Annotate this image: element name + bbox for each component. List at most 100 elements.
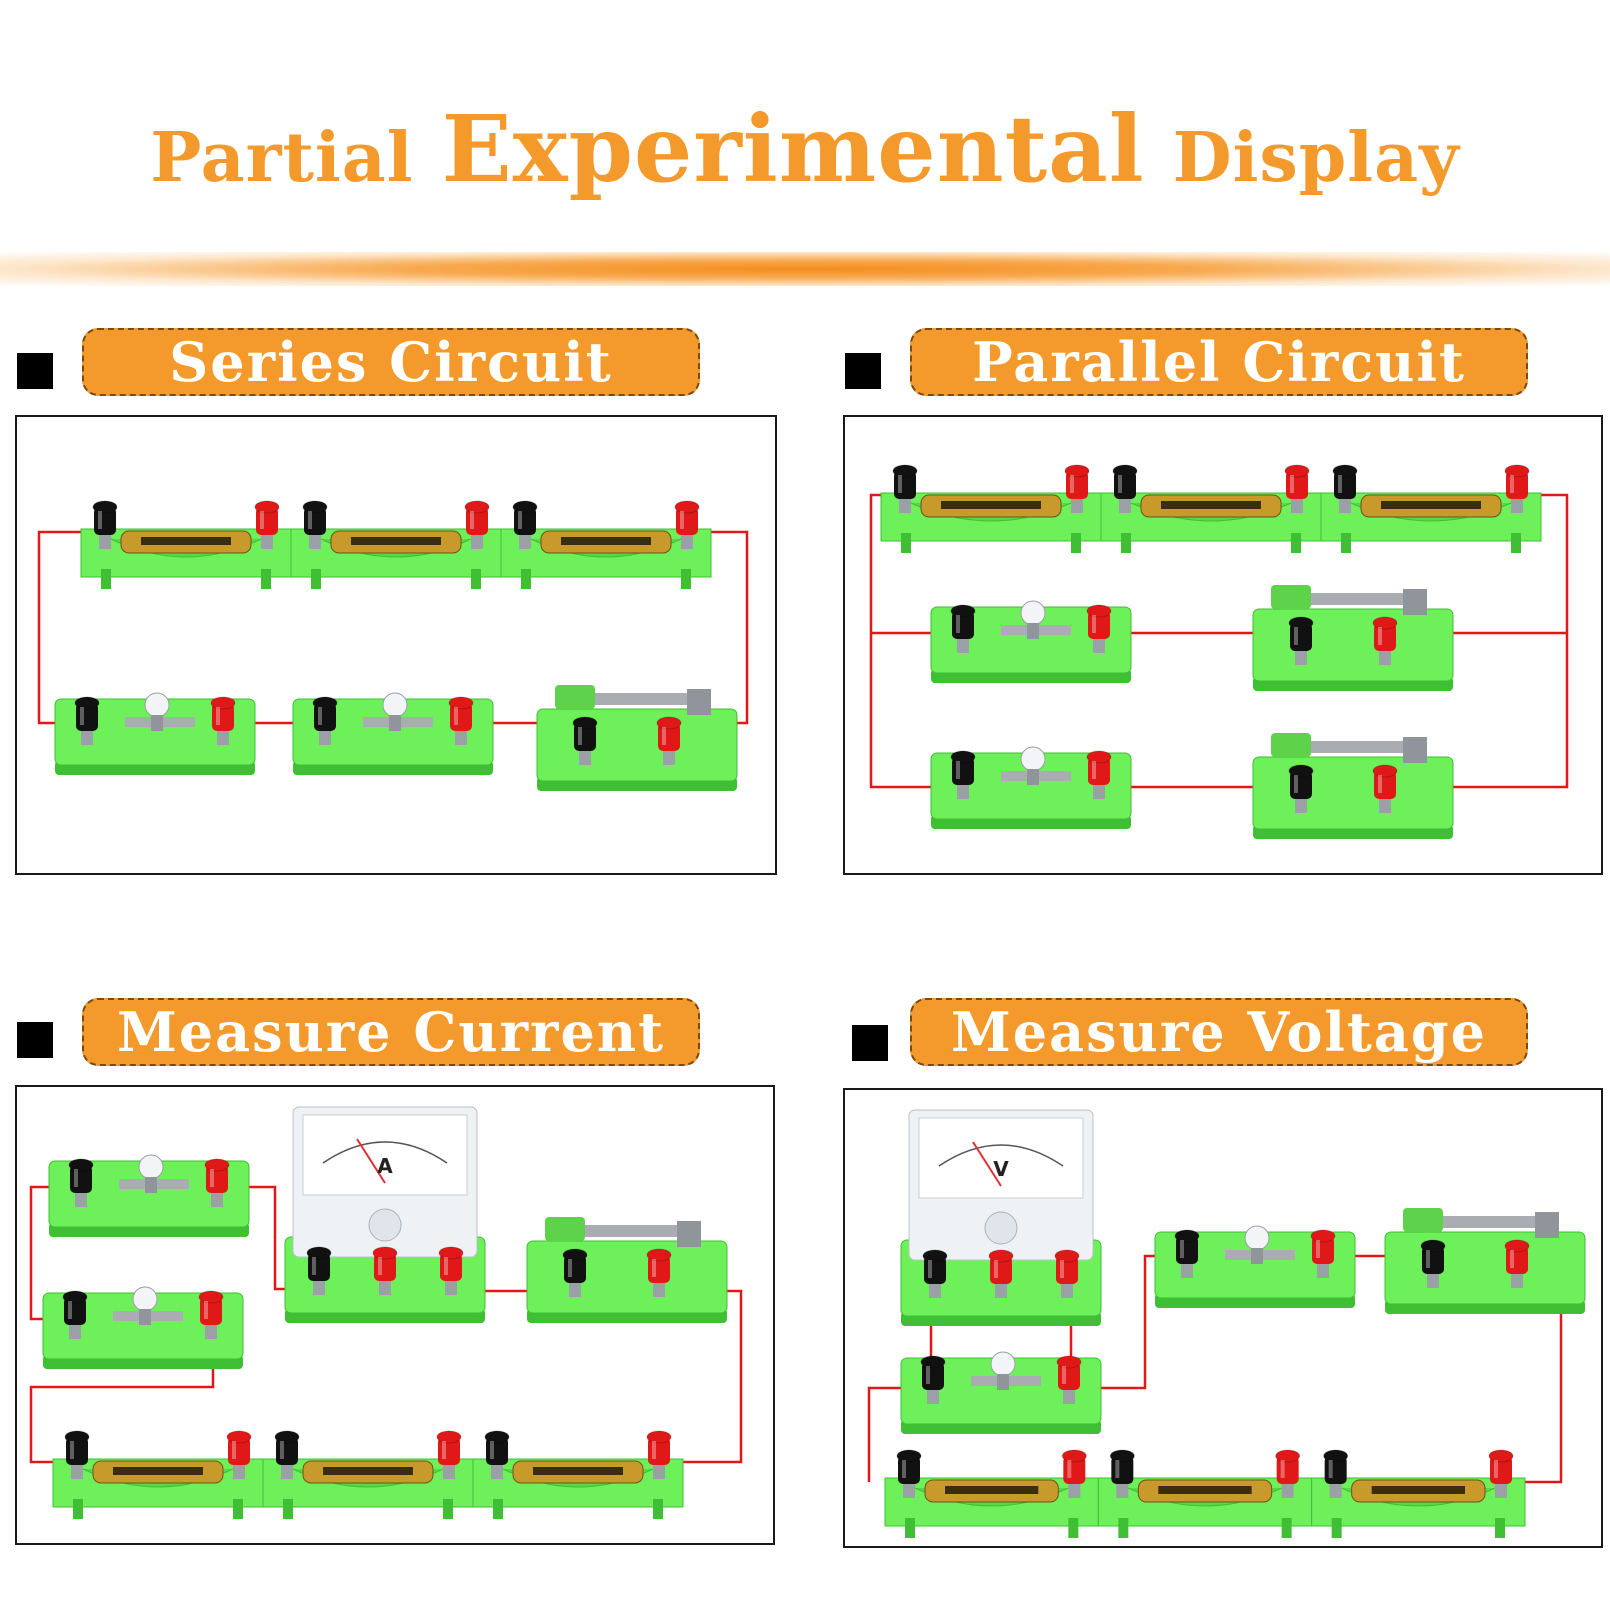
black-terminal-icon: [562, 1248, 588, 1297]
black-terminal-icon: [892, 464, 918, 513]
bulb-socket: [145, 1177, 157, 1193]
red-terminal-icon: [1284, 464, 1310, 513]
bulb-icon: [382, 692, 408, 718]
switch-board: [1252, 608, 1454, 682]
black-terminal-icon: [484, 1430, 510, 1479]
battery-label: [561, 537, 651, 545]
red-terminal-icon: [1372, 764, 1398, 813]
red-terminal-icon: [1372, 616, 1398, 665]
switch-board: [526, 1240, 728, 1314]
meter-adjust-knob: [984, 1211, 1018, 1245]
title-word-partial: Partial: [150, 118, 414, 198]
red-terminal-icon: [448, 696, 474, 745]
switch-contact: [677, 1221, 701, 1247]
holder-leg: [443, 1499, 453, 1519]
red-terminal-icon: [226, 1430, 252, 1479]
series-circuit-panel: [15, 415, 777, 875]
bullet-square-icon: [17, 353, 53, 389]
section-label-series: Series Circuit: [82, 328, 700, 396]
holder-leg: [1068, 1518, 1079, 1538]
battery-label: [141, 537, 231, 545]
black-terminal-icon: [1420, 1239, 1446, 1288]
bulb-icon: [1244, 1225, 1270, 1251]
measure-voltage-panel: V: [843, 1088, 1603, 1548]
holder-leg: [521, 569, 531, 589]
black-terminal-icon: [306, 1246, 332, 1295]
black-terminal-icon: [572, 716, 598, 765]
title-word-experimental: Experimental: [441, 95, 1145, 203]
holder-leg: [261, 569, 271, 589]
red-terminal-icon: [1064, 464, 1090, 513]
red-terminal-icon: [646, 1430, 672, 1479]
switch-hinge: [1271, 585, 1311, 609]
holder-leg: [1331, 1518, 1342, 1538]
holder-leg: [471, 569, 481, 589]
holder-leg: [1281, 1518, 1292, 1538]
parallel-circuit-illustration: [869, 464, 1569, 839]
red-terminal-icon: [646, 1248, 672, 1297]
switch-board: [1384, 1231, 1586, 1305]
battery-label: [1371, 1486, 1465, 1494]
bullet-square-icon: [852, 1025, 888, 1061]
battery-label: [1161, 501, 1261, 509]
battery-label: [1381, 501, 1481, 509]
holder-leg: [1495, 1518, 1505, 1538]
black-terminal-icon: [1323, 1449, 1349, 1498]
title-divider-bar: [0, 252, 1610, 286]
black-terminal-icon: [62, 1290, 88, 1339]
switch-hinge: [1403, 1208, 1443, 1232]
holder-leg: [283, 1499, 293, 1519]
holder-leg: [1511, 533, 1521, 553]
bulb-socket: [139, 1309, 151, 1325]
battery-label: [941, 501, 1041, 509]
black-terminal-icon: [950, 604, 976, 653]
black-terminal-icon: [512, 500, 538, 549]
red-terminal-icon: [1056, 1355, 1082, 1404]
switch-hinge: [1271, 733, 1311, 757]
red-terminal-icon: [1310, 1229, 1336, 1278]
battery-label: [945, 1486, 1039, 1494]
black-terminal-icon: [1332, 464, 1358, 513]
red-terminal-icon: [1504, 1239, 1530, 1288]
bulb-socket: [1027, 769, 1039, 785]
switch-contact: [1403, 737, 1427, 763]
switch-hinge: [545, 1217, 585, 1241]
holder-leg: [681, 569, 691, 589]
black-terminal-icon: [1174, 1229, 1200, 1278]
black-terminal-icon: [1112, 464, 1138, 513]
section-label-parallel: Parallel Circuit: [910, 328, 1528, 396]
bulb-icon: [138, 1154, 164, 1180]
battery-label: [323, 1467, 413, 1475]
meter-needle: [356, 1138, 386, 1184]
measure-current-illustration: A: [29, 1106, 743, 1519]
bullet-square-icon: [845, 353, 881, 389]
battery-label: [533, 1467, 623, 1475]
meter-adjust-knob: [368, 1208, 402, 1242]
meter-needle: [972, 1141, 1002, 1187]
red-terminal-icon: [988, 1249, 1014, 1298]
black-terminal-icon: [920, 1355, 946, 1404]
bulb-icon: [1020, 600, 1046, 626]
red-terminal-icon: [198, 1290, 224, 1339]
black-terminal-icon: [950, 750, 976, 799]
section-label-measure-current: Measure Current: [82, 998, 700, 1066]
holder-leg: [493, 1499, 503, 1519]
red-terminal-icon: [210, 696, 236, 745]
holder-leg: [653, 1499, 663, 1519]
bulb-socket: [1027, 623, 1039, 639]
holder-leg: [1071, 533, 1081, 553]
black-terminal-icon: [1288, 764, 1314, 813]
black-terminal-icon: [302, 500, 328, 549]
bulb-icon: [144, 692, 170, 718]
red-terminal-icon: [436, 1430, 462, 1479]
black-terminal-icon: [64, 1430, 90, 1479]
holder-leg: [1121, 533, 1131, 553]
red-terminal-icon: [204, 1158, 230, 1207]
black-terminal-icon: [92, 500, 118, 549]
title-word-display: Display: [1172, 118, 1460, 198]
red-terminal-icon: [1086, 604, 1112, 653]
switch-contact: [1535, 1212, 1559, 1238]
red-terminal-icon: [1488, 1449, 1514, 1498]
red-terminal-icon: [464, 500, 490, 549]
red-wire: [869, 493, 1569, 789]
